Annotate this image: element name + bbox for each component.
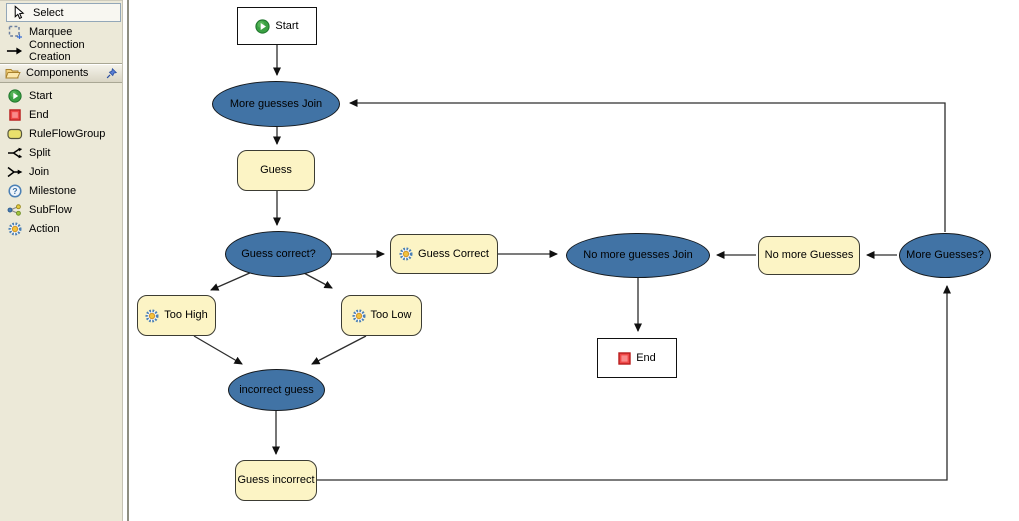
component-label: Start: [29, 89, 53, 102]
split-icon: [6, 145, 23, 160]
palette-components-section: Start End RuleFlowGroup Split Join: [0, 83, 122, 238]
palette-canvas-divider: [122, 0, 129, 521]
end-icon: [6, 107, 23, 122]
node-too-high[interactable]: Too High: [137, 295, 216, 336]
node-label: End: [636, 351, 656, 364]
node-label: Start: [275, 19, 299, 32]
node-too-low[interactable]: Too Low: [341, 295, 422, 336]
node-label: More Guesses?: [906, 249, 984, 262]
svg-text:?: ?: [12, 186, 17, 196]
start-icon: [6, 88, 23, 103]
component-start[interactable]: Start: [0, 86, 122, 105]
connection-arrow-icon: [6, 43, 23, 58]
component-split[interactable]: Split: [0, 143, 122, 162]
component-end[interactable]: End: [0, 105, 122, 124]
node-no-more-guesses-join[interactable]: No more guesses Join: [566, 233, 710, 278]
tool-label: Connection Creation: [29, 38, 85, 63]
node-guess-correct-split[interactable]: Guess correct?: [225, 231, 332, 277]
palette-tools-section: Select Marquee Connection Creation: [0, 1, 122, 63]
gear-icon: [352, 309, 366, 323]
node-guess-incorrect[interactable]: Guess incorrect: [235, 460, 317, 501]
cursor-icon: [10, 5, 27, 20]
component-label: End: [29, 108, 49, 121]
component-action[interactable]: Action: [0, 219, 122, 238]
folder-icon: [5, 67, 21, 79]
action-gear-icon: [6, 221, 23, 236]
tool-label: Select: [33, 6, 64, 19]
node-more-guesses-split[interactable]: More Guesses?: [899, 233, 991, 278]
subflow-icon: [6, 202, 23, 217]
node-label: Too High: [164, 309, 208, 322]
node-start[interactable]: Start: [237, 7, 317, 45]
components-drawer-header[interactable]: Components: [0, 63, 122, 83]
node-label: Guess incorrect: [237, 474, 315, 487]
tool-palette: Select Marquee Connection Creation Compo…: [0, 0, 122, 521]
node-guess-correct-action[interactable]: Guess Correct: [390, 234, 498, 274]
join-icon: [6, 164, 23, 179]
component-ruleflowgroup[interactable]: RuleFlowGroup: [0, 124, 122, 143]
gear-icon: [145, 309, 159, 323]
node-end[interactable]: End: [597, 338, 677, 378]
tool-connection-creation[interactable]: Connection Creation: [0, 38, 122, 63]
node-label: More guesses Join: [229, 97, 323, 110]
marquee-icon: [6, 24, 23, 39]
node-label: Guess correct?: [241, 247, 316, 260]
component-label: Action: [29, 222, 60, 235]
node-no-more-guesses[interactable]: No more Guesses: [758, 236, 860, 275]
node-label: Guess: [260, 164, 292, 177]
gear-icon: [399, 247, 413, 261]
component-label: SubFlow: [29, 203, 72, 216]
component-label: Split: [29, 146, 51, 159]
component-milestone[interactable]: ? Milestone: [0, 181, 122, 200]
component-label: RuleFlowGroup: [29, 127, 106, 140]
node-label: No more guesses Join: [583, 249, 693, 262]
node-more-guesses-join[interactable]: More guesses Join: [212, 81, 340, 127]
node-label: incorrect guess: [239, 383, 314, 396]
node-label: Guess Correct: [418, 247, 489, 260]
tool-marquee[interactable]: Marquee: [0, 22, 122, 41]
pin-icon[interactable]: [106, 67, 117, 79]
component-subflow[interactable]: SubFlow: [0, 200, 122, 219]
component-join[interactable]: Join: [0, 162, 122, 181]
tool-label: Marquee: [29, 25, 73, 38]
drawer-label: Components: [26, 67, 89, 79]
milestone-icon: ?: [6, 183, 23, 198]
node-label: No more Guesses: [764, 249, 854, 262]
tool-select[interactable]: Select: [6, 3, 121, 22]
node-incorrect-guess-join[interactable]: incorrect guess: [228, 369, 325, 411]
start-icon: [255, 18, 270, 34]
ruleflowgroup-icon: [6, 126, 23, 141]
end-icon: [618, 351, 631, 365]
node-label: Too Low: [370, 309, 412, 322]
node-guess[interactable]: Guess: [237, 150, 315, 191]
component-label: Join: [29, 165, 50, 178]
component-label: Milestone: [29, 184, 77, 197]
